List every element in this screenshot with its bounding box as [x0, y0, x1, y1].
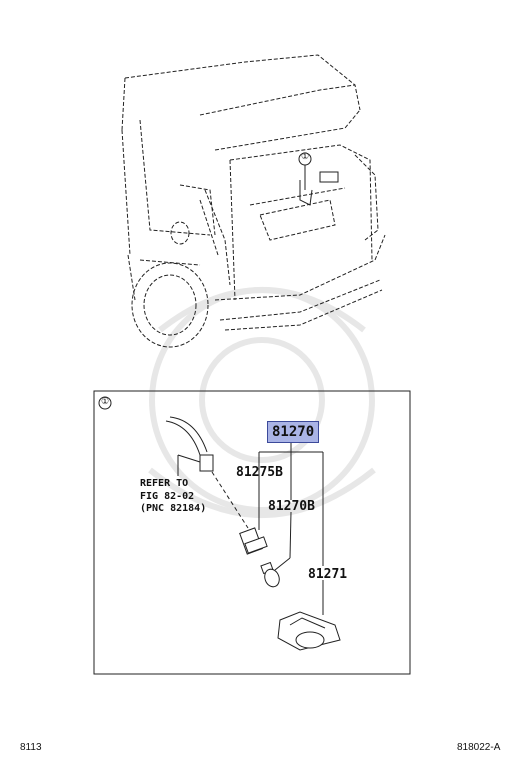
vehicle-callout-marker: ①	[301, 152, 310, 162]
footer-right-code: 818022-A	[457, 742, 501, 753]
part-label-bulb[interactable]: 81270B	[268, 499, 315, 514]
part-tree-lines	[258, 440, 324, 615]
detail-box	[93, 390, 411, 675]
detail-callout-circle	[98, 396, 112, 410]
detail-callout-marker: ①	[101, 397, 110, 407]
reference-line-2: FIG 82-02	[140, 490, 195, 502]
connector-icon	[199, 454, 214, 472]
vehicle-callout-circle	[298, 152, 312, 166]
vehicle-solid-details	[299, 171, 339, 206]
reference-line-1: REFER TO	[140, 478, 189, 489]
watermark	[148, 287, 376, 518]
wire-harness	[165, 420, 201, 456]
wire-harness-edge	[169, 416, 208, 453]
socket-icon	[239, 527, 268, 555]
reference-leader-2	[177, 454, 201, 463]
license-lamp-icon	[277, 611, 341, 651]
footer-left-code: 8113	[20, 742, 42, 753]
reference-line-3: (PNC 82184)	[140, 503, 207, 514]
vehicle-rear-illustration	[121, 54, 386, 348]
part-label-socket[interactable]: 81275B	[236, 465, 283, 480]
bulb-icon	[260, 561, 280, 588]
part-label-main[interactable]: 81270	[267, 421, 320, 443]
reference-note[interactable]: REFER TO FIG 82-02 (PNC 82184)	[140, 478, 206, 516]
part-label-lamp[interactable]: 81271	[308, 567, 348, 582]
